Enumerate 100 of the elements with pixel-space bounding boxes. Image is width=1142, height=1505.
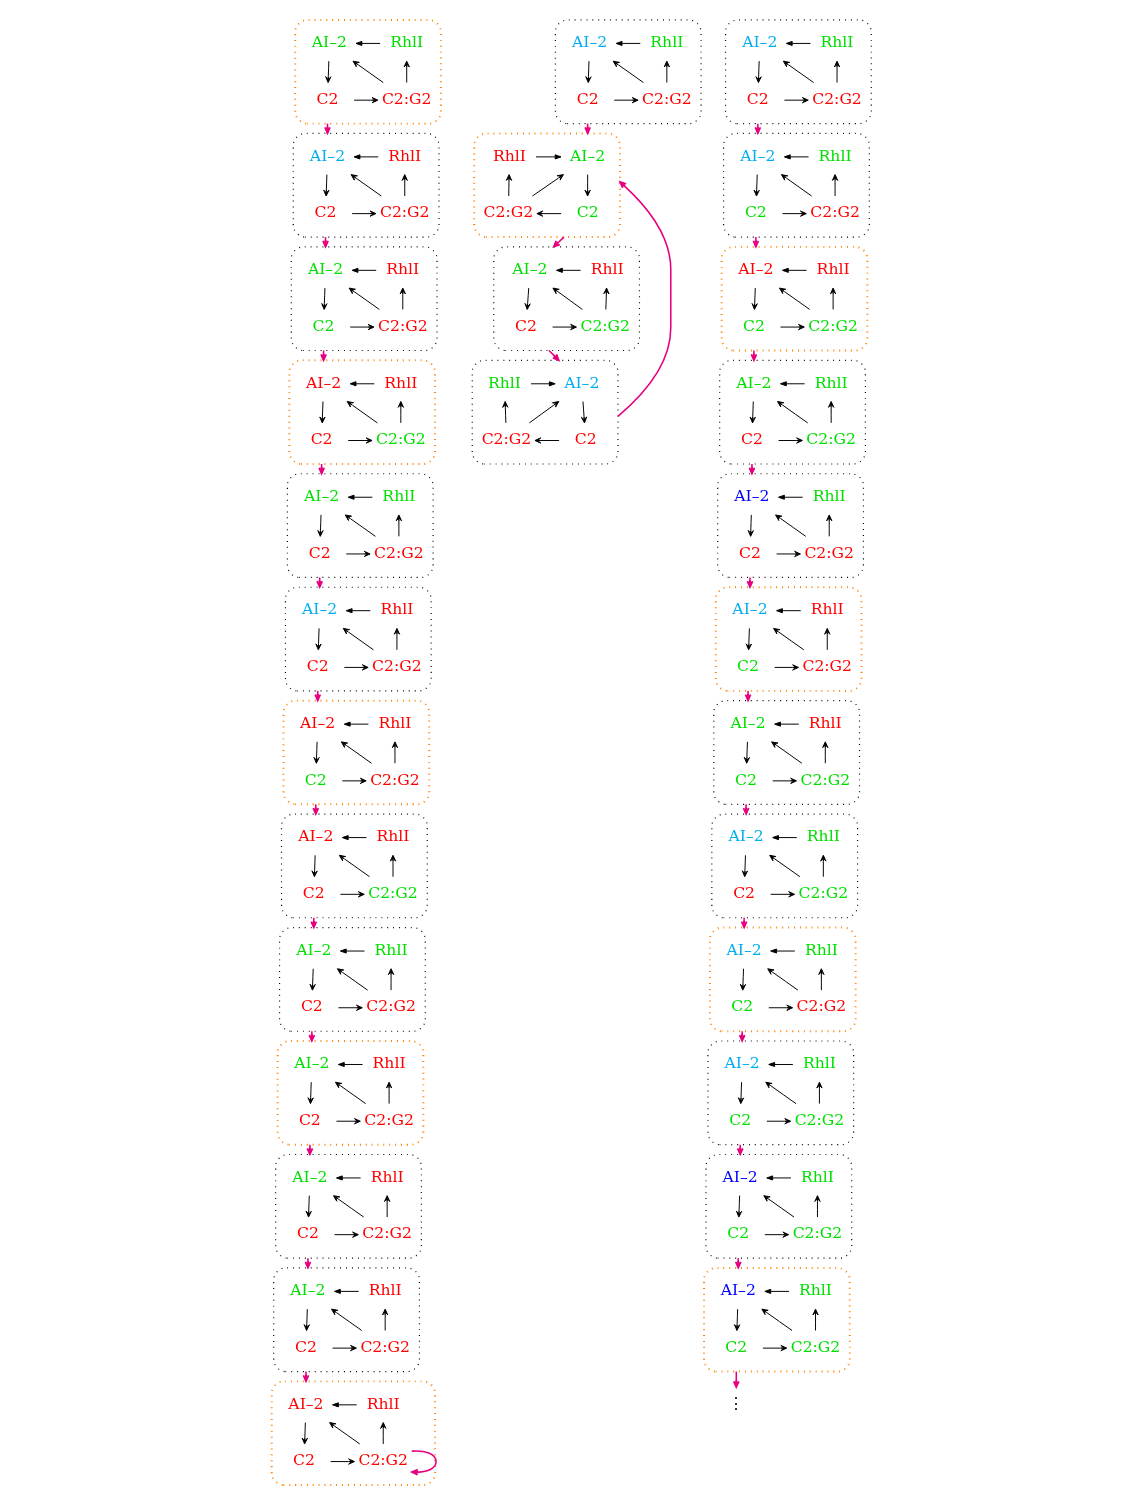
arrow: [772, 627, 804, 651]
node-text: RhlI: [800, 1166, 834, 1186]
arrow: [501, 401, 508, 424]
arrow: [765, 1118, 791, 1125]
node-text: AI–2: [295, 939, 331, 959]
arrow: [530, 381, 556, 387]
node-text: AI–2: [729, 712, 766, 732]
arrow: [753, 174, 760, 197]
node-text: RhlI: [590, 259, 624, 279]
node-text: C2: [308, 542, 331, 562]
arrow: [811, 1308, 819, 1331]
node-text: AI–2: [299, 712, 335, 732]
arrow: [584, 60, 592, 84]
node-text: C2:G2: [641, 88, 692, 108]
arrow: [749, 401, 756, 424]
arrow: [332, 1195, 364, 1218]
arrow: [351, 267, 377, 273]
arrow: [535, 210, 562, 217]
cluster: [286, 473, 434, 578]
node-text: RhlI: [372, 1053, 406, 1073]
arrow: [318, 401, 326, 424]
arrow: [735, 1195, 742, 1218]
cluster: [282, 699, 430, 806]
arrow: [612, 60, 644, 84]
arrow: [767, 1004, 793, 1011]
node-text: C2:G2: [579, 315, 630, 335]
arrow: [781, 210, 807, 217]
arrow: [783, 97, 809, 104]
node-text: RhlI: [806, 826, 840, 846]
node-text: AI–2: [309, 145, 345, 165]
arrow: [781, 267, 807, 273]
node-text: C2:G2: [371, 656, 422, 676]
arrow: [309, 968, 316, 991]
cluster: [284, 586, 432, 692]
arrow: [747, 514, 754, 537]
cluster: [290, 246, 438, 352]
arrow: [320, 287, 327, 310]
cluster: [554, 19, 702, 125]
node-text: AI–2: [303, 485, 339, 505]
node-text: AI–2: [287, 1393, 324, 1413]
cluster: [712, 700, 860, 805]
arrow: [773, 664, 799, 671]
node-text: AI–2: [737, 259, 773, 279]
cluster: [704, 1153, 852, 1259]
node-text: RhlI: [379, 599, 413, 619]
arrow: [528, 401, 559, 424]
node-text: RhlI: [389, 32, 423, 52]
node-text: RhlI: [370, 1166, 404, 1186]
arrow: [401, 174, 408, 197]
node-text: RhlI: [368, 1280, 402, 1300]
arrow: [827, 401, 834, 424]
node-text: C2:G2: [811, 88, 862, 108]
arrow: [776, 401, 808, 424]
node-text: C2: [744, 202, 767, 222]
arrow: [745, 627, 752, 651]
cluster: [272, 1267, 420, 1373]
node-text: C2:G2: [367, 883, 418, 903]
node-text: RhlI: [385, 259, 419, 279]
arrow: [353, 154, 379, 160]
arrow: [780, 174, 812, 197]
arrow: [343, 721, 369, 727]
cluster: [708, 926, 857, 1033]
node-text: AI–2: [511, 259, 548, 279]
node-text: AI–2: [563, 372, 599, 392]
node-text: AI–2: [569, 145, 605, 165]
cluster: [472, 132, 621, 239]
cluster: [293, 19, 442, 125]
arrow: [779, 381, 805, 387]
cluster: [722, 132, 870, 238]
node-text: C2: [312, 315, 335, 335]
arrow: [403, 60, 410, 84]
arrow: [821, 741, 828, 764]
arrow: [773, 721, 799, 727]
arrow: [762, 1195, 794, 1218]
cluster: [276, 1040, 424, 1146]
arrow: [395, 514, 402, 537]
arrow: [347, 437, 373, 444]
arrow: [823, 627, 830, 651]
node-text: AI–2: [291, 1166, 327, 1186]
node-text: AI–2: [297, 826, 333, 846]
cluster: [492, 246, 640, 352]
arrow: [345, 550, 371, 558]
arrow: [349, 323, 374, 331]
node-text: C2:G2: [483, 202, 533, 222]
node-text: C2: [514, 315, 537, 335]
node-text: C2: [742, 315, 765, 335]
arrow: [342, 627, 374, 651]
arrow: [381, 1308, 388, 1331]
arrow: [344, 514, 376, 537]
node-text: RhlI: [814, 372, 848, 392]
cluster: [274, 1153, 422, 1259]
node-text: C2: [296, 1223, 319, 1243]
arrow: [771, 777, 797, 784]
arrow: [535, 154, 561, 160]
arrow: [778, 287, 810, 310]
arrow: [391, 741, 398, 764]
cluster: [716, 473, 864, 578]
arrow: [335, 1118, 361, 1125]
arrow: [305, 1195, 312, 1218]
arrow: [769, 891, 795, 898]
